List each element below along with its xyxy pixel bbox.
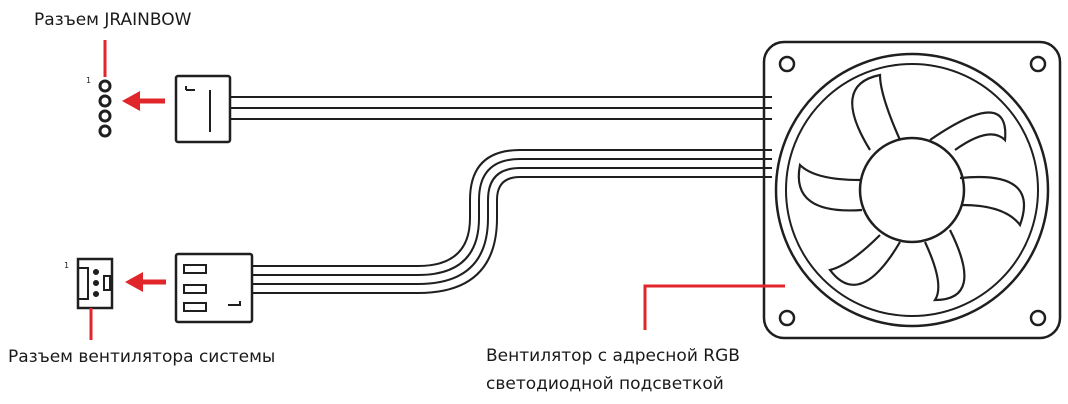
jrainbow-arrow [122, 91, 165, 111]
rgb-cable [230, 96, 772, 120]
system-fan-arrow [125, 272, 166, 292]
fan-leader-line [643, 284, 785, 330]
jrainbow-plug [174, 74, 232, 144]
fan-cable [252, 149, 772, 294]
jrainbow-pin1-mark: 1 [86, 76, 92, 85]
jrainbow-header [98, 79, 112, 138]
rgb-fan [762, 40, 1062, 340]
fan-pin1-mark: 1 [64, 261, 70, 270]
system-fan-connector-label: Разъем вентилятора системы [8, 347, 276, 367]
fan-blades [797, 73, 1026, 302]
system-fan-header [76, 257, 114, 310]
fan-hub [858, 136, 966, 244]
fan-label-line-2: светодиодной подсветкой [486, 374, 724, 394]
fan-plug [174, 252, 254, 324]
fan-label-line-1: Вентилятор с адресной RGB [486, 346, 740, 366]
jrainbow-connector-label: Разъем JRAINBOW [34, 10, 192, 30]
